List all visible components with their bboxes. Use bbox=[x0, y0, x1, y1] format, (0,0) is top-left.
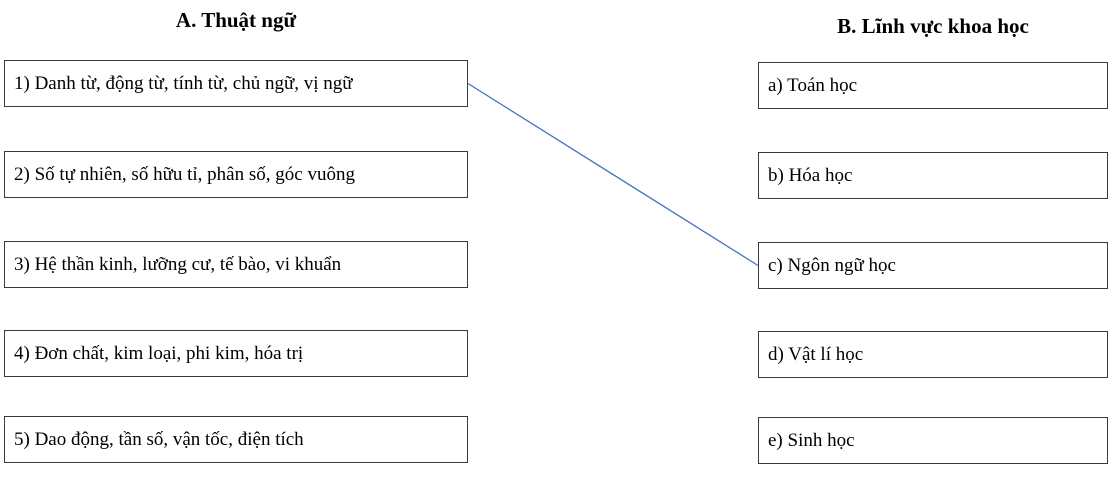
column-a-title: A. Thuật ngữ bbox=[175, 8, 297, 32]
term-box-5[interactable]: 5) Dao động, tần số, vận tốc, điện tích bbox=[4, 416, 468, 463]
term-box-3[interactable]: 3) Hệ thần kinh, lưỡng cư, tế bào, vi kh… bbox=[4, 241, 468, 288]
term-box-5-label: 5) Dao động, tần số, vận tốc, điện tích bbox=[14, 428, 304, 450]
field-box-b-label: b) Hóa học bbox=[768, 164, 853, 186]
term-box-1-label: 1) Danh từ, động từ, tính từ, chủ ngữ, v… bbox=[14, 72, 353, 94]
field-box-d[interactable]: d) Vật lí học bbox=[758, 331, 1108, 378]
term-box-2[interactable]: 2) Số tự nhiên, số hữu tỉ, phân số, góc … bbox=[4, 151, 468, 198]
field-box-c[interactable]: c) Ngôn ngữ học bbox=[758, 242, 1108, 289]
term-box-2-label: 2) Số tự nhiên, số hữu tỉ, phân số, góc … bbox=[14, 163, 355, 185]
field-box-e[interactable]: e) Sinh học bbox=[758, 417, 1108, 464]
term-box-4[interactable]: 4) Đơn chất, kim loại, phi kim, hóa trị bbox=[4, 330, 468, 377]
field-box-b[interactable]: b) Hóa học bbox=[758, 152, 1108, 199]
term-box-1[interactable]: 1) Danh từ, động từ, tính từ, chủ ngữ, v… bbox=[4, 60, 468, 107]
field-box-a[interactable]: a) Toán học bbox=[758, 62, 1108, 109]
field-box-d-label: d) Vật lí học bbox=[768, 343, 864, 365]
column-b-title: B. Lĩnh vực khoa học bbox=[837, 14, 1029, 38]
field-box-e-label: e) Sinh học bbox=[768, 429, 855, 451]
field-box-c-label: c) Ngôn ngữ học bbox=[768, 254, 896, 276]
term-box-3-label: 3) Hệ thần kinh, lưỡng cư, tế bào, vi kh… bbox=[14, 253, 342, 275]
term-box-4-label: 4) Đơn chất, kim loại, phi kim, hóa trị bbox=[14, 342, 304, 364]
field-box-a-label: a) Toán học bbox=[768, 74, 858, 96]
